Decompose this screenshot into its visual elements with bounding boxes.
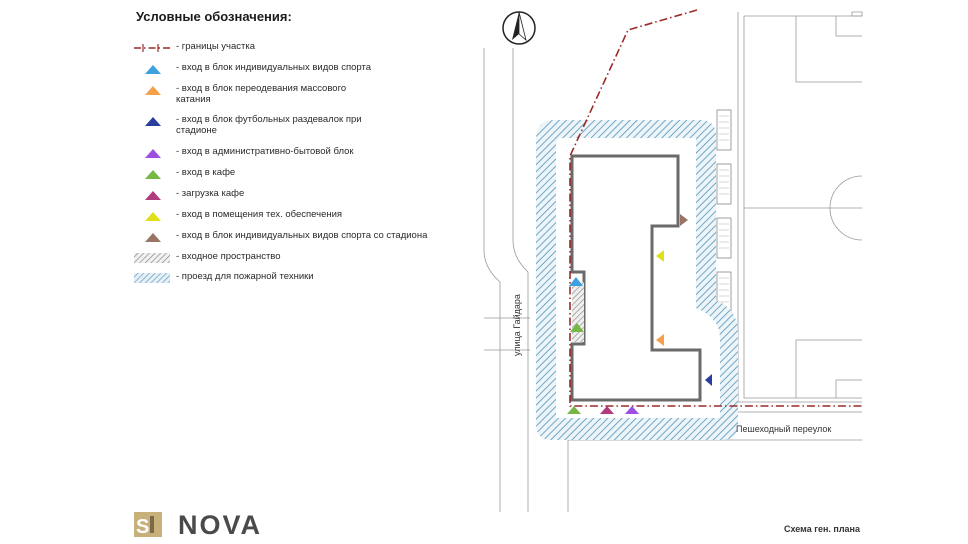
- legend-item-entrance-sport: - вход в блок индивидуальных видов спорт…: [134, 62, 474, 92]
- gray-hatch-icon: [134, 253, 170, 263]
- brand-name: NOVA: [178, 510, 263, 540]
- building-outline: [570, 154, 702, 402]
- plan-caption: Схема ген. плана: [783, 524, 860, 534]
- purple-triangle-icon: [145, 149, 161, 158]
- si-logo-icon: SI: [134, 512, 162, 537]
- entrance-sport-marker: [569, 277, 583, 286]
- legend-label: - входное пространство: [176, 251, 281, 262]
- entrance-cafe-marker: [570, 323, 584, 332]
- legend-item-tech-rooms: - вход в помещения тех. обеспечения: [134, 209, 474, 239]
- legend-label: - проезд для пожарной техники: [176, 271, 314, 282]
- legend-item-entrance-skating: - вход в блок переодевания массового кат…: [134, 83, 474, 113]
- north-arrow-icon: [502, 11, 536, 45]
- legend-label: - вход в административно-бытовой блок: [176, 146, 354, 157]
- entrance-tech-marker: [656, 250, 664, 262]
- legend-item-fire-lane: - проезд для пожарной техники: [134, 271, 474, 301]
- green-triangle-icon: [145, 170, 161, 179]
- legend-item-entrance-cafe: - вход в кафе: [134, 167, 474, 197]
- legend-label: - загрузка кафе: [176, 188, 245, 199]
- entrance-space: [572, 282, 584, 342]
- entrance-football-marker: [705, 374, 712, 386]
- fire-lane: [536, 120, 738, 440]
- boundary-line-icon: [134, 44, 170, 52]
- orange-triangle-icon: [145, 86, 161, 95]
- cafe-loading-marker: [600, 406, 614, 414]
- legend-label: - вход в блок индивидуальных видов спорт…: [176, 230, 428, 241]
- street-curb-right: [512, 48, 529, 512]
- site-boundary: [569, 9, 862, 407]
- side-road: [484, 317, 530, 351]
- entrance-skating-marker: [656, 334, 664, 346]
- yellow-triangle-icon: [145, 212, 161, 221]
- legend-item-cafe-loading: - загрузка кафе: [134, 188, 474, 218]
- entrance-cafe-south-marker: [567, 406, 581, 414]
- brown-triangle-icon: [145, 233, 161, 242]
- entrance-stadium-marker: [680, 214, 688, 226]
- legend-label: - вход в блок индивидуальных видов спорт…: [176, 62, 372, 73]
- legend-item-boundary: - границы участка: [134, 41, 474, 71]
- legend-label: - вход в блок переодевания массового кат…: [176, 83, 347, 105]
- legend-label: - вход в блок футбольных раздевалок при …: [176, 114, 362, 136]
- stadium: [737, 11, 863, 403]
- entrance-admin-marker: [625, 406, 639, 414]
- street-curb-left: [483, 48, 501, 512]
- legend-item-entrance-admin: - вход в административно-бытовой блок: [134, 146, 474, 176]
- legend-label: - вход в кафе: [176, 167, 236, 178]
- legend-item-entrance-football: - вход в блок футбольных раздевалок при …: [134, 114, 474, 144]
- blue-hatch-icon: [134, 273, 170, 283]
- legend-title: Условные обозначения:: [136, 9, 292, 24]
- stadium-stands: [716, 109, 732, 313]
- navy-triangle-icon: [145, 117, 161, 126]
- legend-label: - вход в помещения тех. обеспечения: [176, 209, 343, 220]
- street-gaidara-label: улица Гайдара: [512, 294, 522, 356]
- legend-label: - границы участка: [176, 41, 256, 52]
- magenta-triangle-icon: [145, 191, 161, 200]
- legend-item-entrance-stadium: - вход в блок индивидуальных видов спорт…: [134, 230, 474, 260]
- lane-label: Пешеходный переулок: [736, 424, 831, 434]
- legend-item-entrance-space: - входное пространство: [134, 251, 474, 281]
- blue-triangle-icon: [145, 65, 161, 74]
